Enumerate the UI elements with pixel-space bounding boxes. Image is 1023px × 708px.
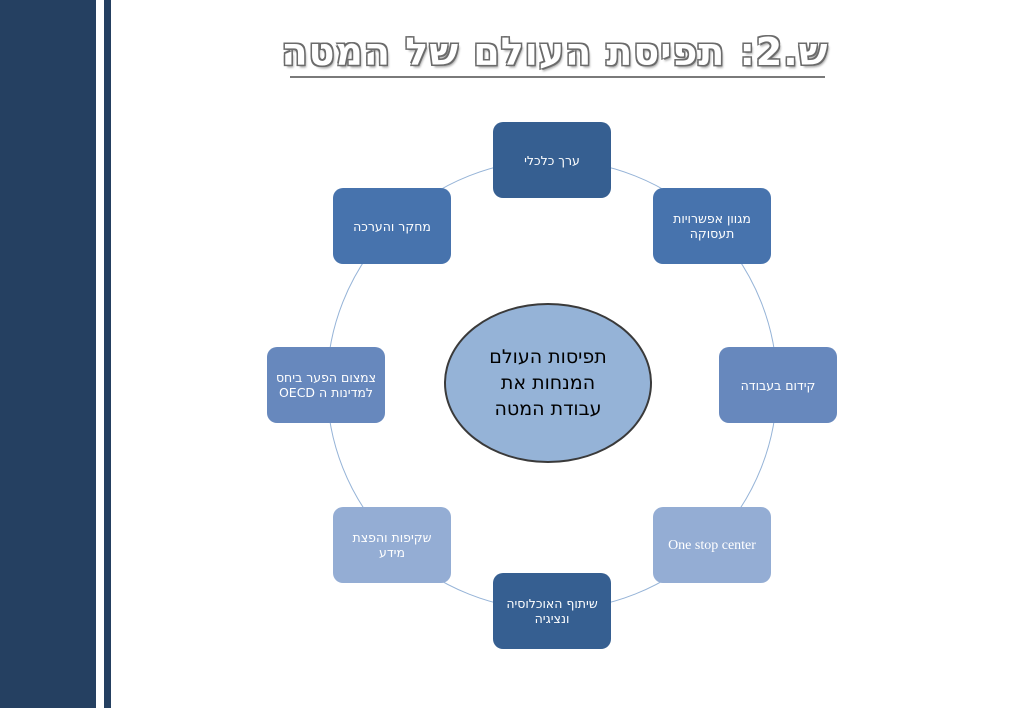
node-work-promotion-label: קידום בעבודה	[740, 377, 816, 393]
node-transparency-label: שקיפות והפצת מידע	[352, 530, 432, 560]
node-research-evaluation[interactable]: מחקר והערכה	[333, 188, 451, 264]
node-population-participation[interactable]: שיתוף האוכלוסיה ונציגיה	[493, 573, 611, 649]
node-population-participation-label: שיתוף האוכלוסיה ונציגיה	[506, 596, 598, 626]
left-sidebar-stripe	[104, 0, 111, 708]
node-employment-options[interactable]: מגוון אפשרויות תעסוקה	[653, 188, 771, 264]
node-one-stop-center[interactable]: One stop center	[653, 507, 771, 583]
left-sidebar-band	[0, 0, 96, 708]
slide-title: ש.2: תפיסת העולם של המטה	[281, 30, 829, 74]
node-one-stop-center-label: One stop center	[668, 537, 756, 553]
node-oecd-gap[interactable]: צמצום הפער ביחס למדינות ה OECD	[267, 347, 385, 423]
center-ellipse-label: תפיסות העולם המנחות את עבודת המטה	[489, 346, 607, 420]
node-economic-value[interactable]: ערך כלכלי	[493, 122, 611, 198]
node-economic-value-label: ערך כלכלי	[524, 152, 580, 168]
node-transparency[interactable]: שקיפות והפצת מידע	[333, 507, 451, 583]
node-work-promotion[interactable]: קידום בעבודה	[719, 347, 837, 423]
title-underline	[290, 76, 825, 78]
center-ellipse: תפיסות העולם המנחות את עבודת המטה	[444, 303, 652, 463]
node-oecd-gap-label: צמצום הפער ביחס למדינות ה OECD	[275, 370, 377, 400]
node-research-evaluation-label: מחקר והערכה	[353, 218, 431, 234]
node-employment-options-label: מגוון אפשרויות תעסוקה	[673, 211, 751, 241]
